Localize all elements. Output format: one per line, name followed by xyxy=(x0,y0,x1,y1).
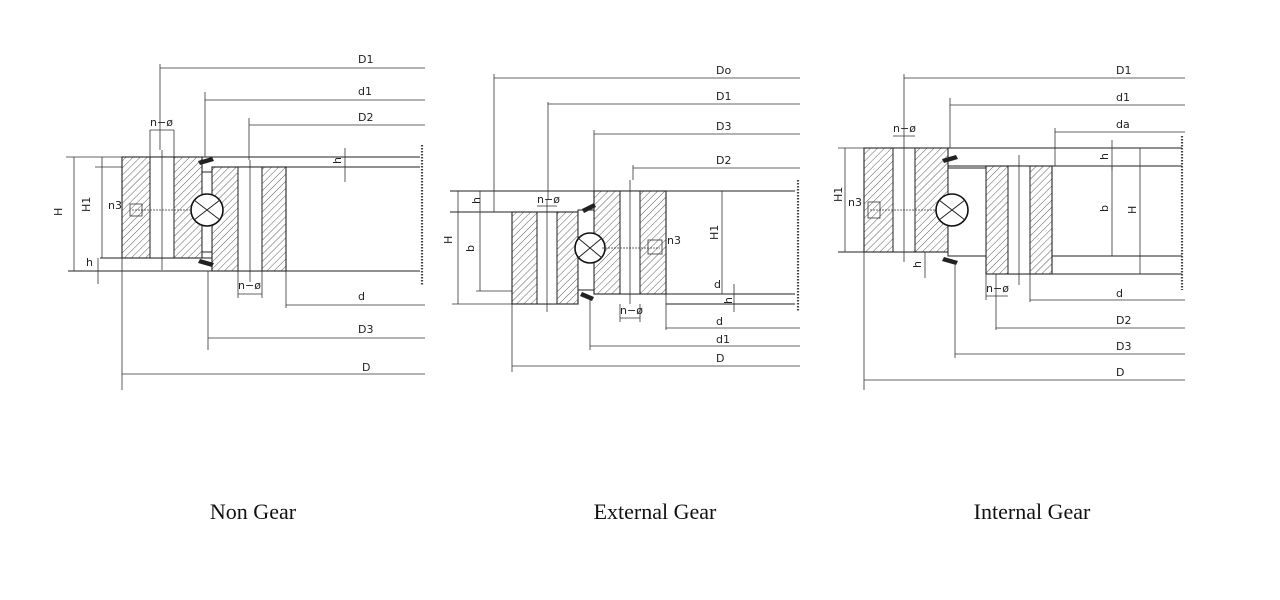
external-gear-diagram: Do D1 D3 D2 h b H n−ø n3 H1 d h n−ø d d1 xyxy=(442,64,800,372)
caption-internal-gear: Internal Gear xyxy=(974,499,1091,524)
label-H: H xyxy=(442,236,455,244)
caption-non-gear: Non Gear xyxy=(210,499,297,524)
seal-bottom xyxy=(942,257,958,265)
label-da: da xyxy=(1116,118,1130,131)
label-D1: D1 xyxy=(1116,64,1131,77)
label-d: d xyxy=(716,315,723,328)
label-D: D xyxy=(1116,366,1124,379)
label-n-phi-bottom: n−ø xyxy=(620,304,643,317)
label-n3: n3 xyxy=(108,199,122,212)
label-H1: H1 xyxy=(708,225,721,240)
label-h-right: h xyxy=(331,157,344,164)
label-d1: d1 xyxy=(716,333,730,346)
label-H: H xyxy=(1126,206,1139,214)
label-H: H xyxy=(52,208,65,216)
label-h-bottom: h xyxy=(911,261,924,268)
seal-bottom xyxy=(198,259,214,267)
label-d1: d1 xyxy=(358,85,372,98)
label-Do: Do xyxy=(716,64,731,77)
label-n-phi-top: n−ø xyxy=(537,193,560,206)
label-n3: n3 xyxy=(848,196,862,209)
label-D: D xyxy=(362,361,370,374)
label-D3: D3 xyxy=(358,323,373,336)
label-b: b xyxy=(1098,205,1111,212)
seal-bottom xyxy=(580,292,594,301)
label-D1: D1 xyxy=(716,90,731,103)
label-D3: D3 xyxy=(1116,340,1131,353)
label-h-top: h xyxy=(1098,153,1111,160)
label-H1: H1 xyxy=(80,197,93,212)
label-n-phi-top: n−ø xyxy=(893,122,916,135)
label-D2: D2 xyxy=(358,111,373,124)
label-n-phi-top: n−ø xyxy=(150,116,173,129)
label-n3: n3 xyxy=(667,234,681,247)
label-D2: D2 xyxy=(716,154,731,167)
label-D: D xyxy=(716,352,724,365)
label-H1: H1 xyxy=(832,187,845,202)
seal-top xyxy=(198,157,214,165)
label-D2: D2 xyxy=(1116,314,1131,327)
seal-top xyxy=(582,203,596,213)
label-d: d xyxy=(358,290,365,303)
label-D1: D1 xyxy=(358,53,373,66)
label-n-phi-bottom: n−ø xyxy=(238,279,261,292)
caption-external-gear: External Gear xyxy=(594,499,717,524)
label-h-left: h xyxy=(86,256,93,269)
seal-top xyxy=(942,155,958,163)
non-gear-diagram: D1 d1 D2 n−ø H H1 n3 h h n−ø d D3 D xyxy=(52,53,425,390)
internal-gear-diagram: D1 d1 da n−ø H1 n3 h b H h n−ø d D2 D3 D xyxy=(832,64,1185,390)
label-n-phi-bottom: n−ø xyxy=(986,282,1009,295)
label-h-right: h xyxy=(722,297,735,304)
label-D3: D3 xyxy=(716,120,731,133)
label-h: h xyxy=(470,197,483,204)
label-d: d xyxy=(1116,287,1123,300)
label-b: b xyxy=(464,245,477,252)
label-d1: d1 xyxy=(1116,91,1130,104)
label-d-small: d xyxy=(714,278,721,291)
